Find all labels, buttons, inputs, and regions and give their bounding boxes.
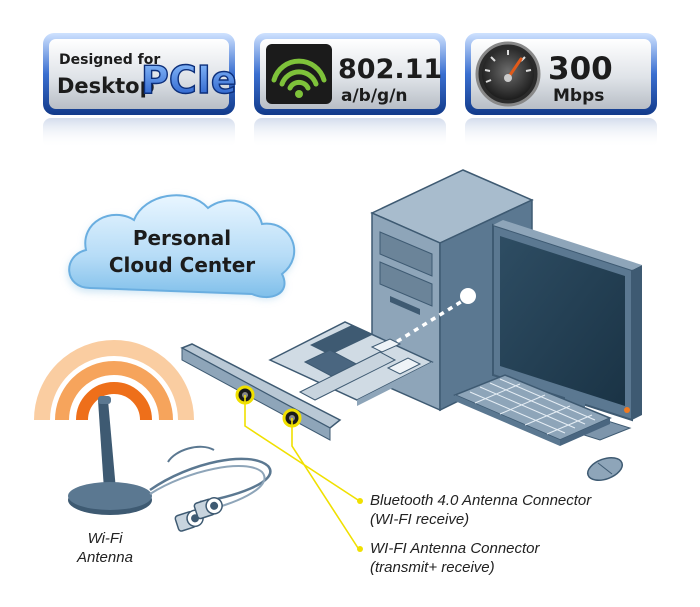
leader-lines [244,395,359,549]
label-wifi-connector-line2: (transmit+ receive) [370,559,495,576]
monitor [492,220,642,441]
badge-pcie-line1: Designed for [59,52,160,68]
badge-wifi-sub: a/b/g/n [341,86,408,106]
badge-wifi-standard: 802.11 a/b/g/n [254,33,446,148]
badge-pcie-line2: Desktop [57,74,155,98]
mouse [586,457,624,481]
label-wifi-connector-line1: WI-FI Antenna Connector [370,540,540,557]
label-wifi-connector: WI-FI Antenna Connector (transmit+ recei… [370,539,540,577]
badge-wifi-big: 802.11 [338,54,442,85]
badge-pcie-big: PCIe [141,58,237,102]
antenna-plugs [174,497,223,532]
label-bluetooth-line1: Bluetooth 4.0 Antenna Connector [370,492,592,509]
personal-cloud-center: Personal Cloud Center [67,194,295,300]
badge-speed-sub: Mbps [553,86,604,106]
label-bluetooth-line2: (WI-FI receive) [370,511,470,528]
wifi-signal-icon [271,58,327,98]
pcie-wifi-card [180,321,434,441]
wifi-antenna [34,340,272,515]
label-wifi-antenna: Wi-Fi Antenna [70,529,140,567]
badge-speed: 300 Mbps [465,33,657,148]
badge-speed-big: 300 [548,51,613,87]
cloud-line2: Cloud Center [109,253,255,277]
label-wifi-antenna-line2: Antenna [77,549,133,566]
label-wifi-antenna-line1: Wi-Fi [87,530,123,547]
speedometer-icon [475,41,541,107]
cloud-line1: Personal [133,226,231,250]
card-to-pc-connection [379,288,476,354]
keyboard [453,374,612,446]
label-bluetooth-connector: Bluetooth 4.0 Antenna Connector (WI-FI r… [370,491,591,529]
badge-pcie: Designed for Desktop PCIe [43,33,237,148]
